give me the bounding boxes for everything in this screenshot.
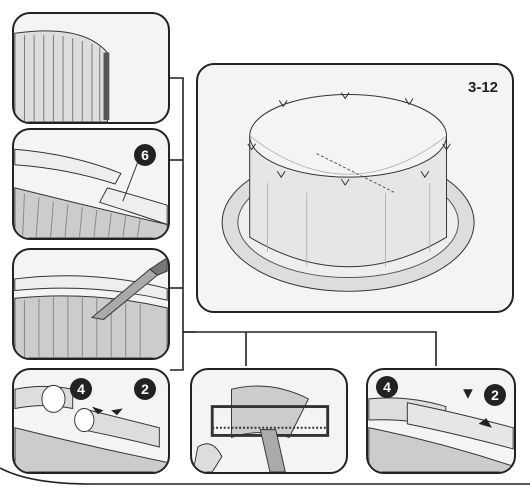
final-fit-illustration [368,389,514,472]
cut-rail-illustration [14,256,168,358]
part-callout-6: 6 [134,144,156,166]
part-callout-2: 2 [484,384,506,406]
saw-cut-illustration [192,385,330,472]
panel-top-rail: 6 [12,128,170,240]
part-callout-2: 2 [134,378,156,400]
panel-cut-rail [12,248,170,360]
part-callout-4: 4 [376,376,398,398]
step-label: 3-12 [468,79,499,96]
part-callout-4: 4 [70,378,92,400]
wall-edge-illustration [14,30,110,122]
panel-pool-overview: 3-12 [196,63,514,313]
panel-saw-cut [190,368,348,474]
panel-final-fit: 4 2 [366,368,516,474]
panel-wall-edge [12,12,170,124]
panel-join-parts: 4 2 [12,368,170,474]
top-rail-illustration [14,148,168,238]
pool-illustration [221,92,475,292]
join-parts-illustration [14,384,168,472]
